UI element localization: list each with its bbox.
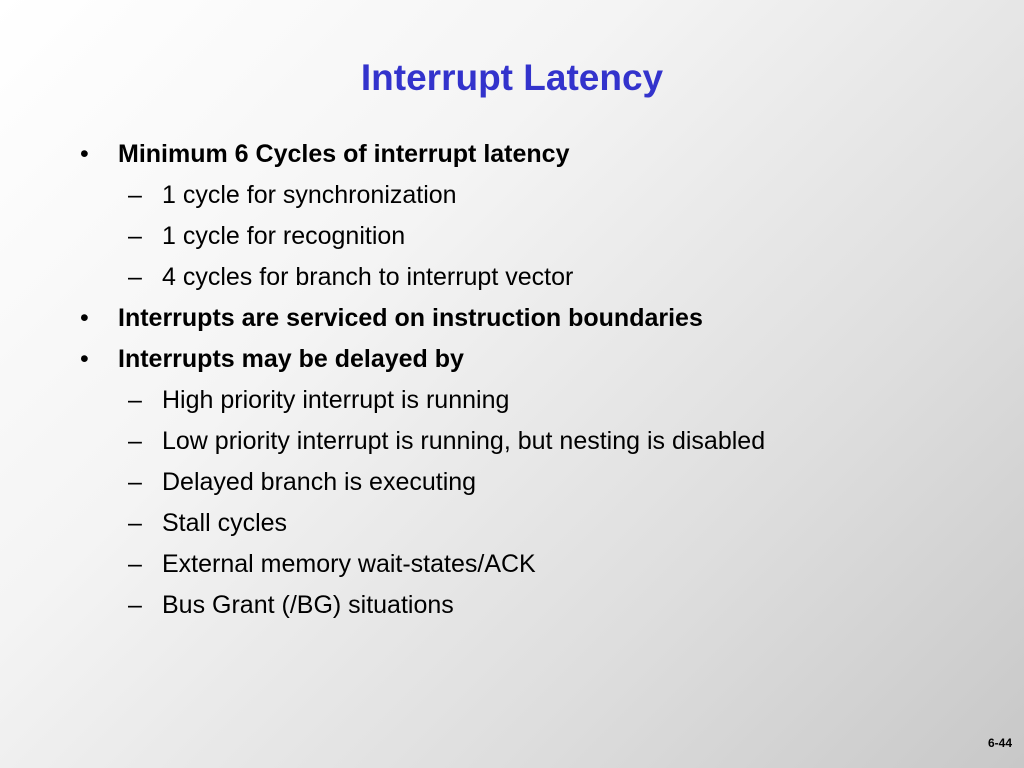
bullet-text: Minimum 6 Cycles of interrupt latency bbox=[118, 140, 570, 168]
bullet-text: Interrupts may be delayed by bbox=[118, 345, 464, 373]
bullet-marker: • bbox=[80, 304, 89, 332]
slide-title: Interrupt Latency bbox=[360, 57, 664, 98]
sub-bullet-item: – External memory wait-states/ACK bbox=[76, 544, 996, 585]
sub-bullet-item: – Stall cycles bbox=[76, 503, 996, 544]
bullet-item: • Interrupts are serviced on instruction… bbox=[76, 298, 996, 339]
sub-bullet-text: High priority interrupt is running bbox=[162, 386, 510, 414]
bullet-marker: • bbox=[80, 140, 89, 168]
dash-marker: – bbox=[128, 386, 142, 414]
bullet-marker: • bbox=[80, 345, 89, 373]
sub-bullet-item: – Low priority interrupt is running, but… bbox=[76, 421, 996, 462]
bullet-list: • Minimum 6 Cycles of interrupt latency … bbox=[76, 134, 996, 626]
sub-bullet-item: – 1 cycle for synchronization bbox=[76, 175, 996, 216]
bullet-item: • Interrupts may be delayed by bbox=[76, 339, 996, 380]
sub-bullet-item: – High priority interrupt is running bbox=[76, 380, 996, 421]
sub-bullet-text: Stall cycles bbox=[162, 509, 288, 537]
sub-bullet-item: – 1 cycle for recognition bbox=[76, 216, 996, 257]
sub-bullet-text: 1 cycle for synchronization bbox=[162, 181, 457, 209]
sub-bullet-text: Bus Grant (/BG) situations bbox=[162, 591, 454, 619]
bullet-text: Interrupts are serviced on instruction b… bbox=[118, 304, 703, 332]
dash-marker: – bbox=[128, 181, 142, 209]
page-number: 6-44 bbox=[987, 736, 1012, 750]
dash-marker: – bbox=[128, 591, 142, 619]
dash-marker: – bbox=[128, 427, 142, 455]
sub-bullet-text: External memory wait-states/ACK bbox=[162, 550, 536, 578]
sub-bullet-item: – Bus Grant (/BG) situations bbox=[76, 585, 996, 626]
sub-bullet-text: Delayed branch is executing bbox=[162, 468, 477, 496]
sub-bullet-text: 4 cycles for branch to interrupt vector bbox=[162, 263, 574, 291]
dash-marker: – bbox=[128, 509, 142, 537]
dash-marker: – bbox=[128, 550, 142, 578]
bullet-item: • Minimum 6 Cycles of interrupt latency bbox=[76, 134, 996, 175]
sub-bullet-item: – 4 cycles for branch to interrupt vecto… bbox=[76, 257, 996, 298]
dash-marker: – bbox=[128, 222, 142, 250]
sub-bullet-text: 1 cycle for recognition bbox=[162, 222, 406, 250]
sub-bullet-item: – Delayed branch is executing bbox=[76, 462, 996, 503]
dash-marker: – bbox=[128, 468, 142, 496]
dash-marker: – bbox=[128, 263, 142, 291]
sub-bullet-text: Low priority interrupt is running, but n… bbox=[162, 427, 766, 455]
